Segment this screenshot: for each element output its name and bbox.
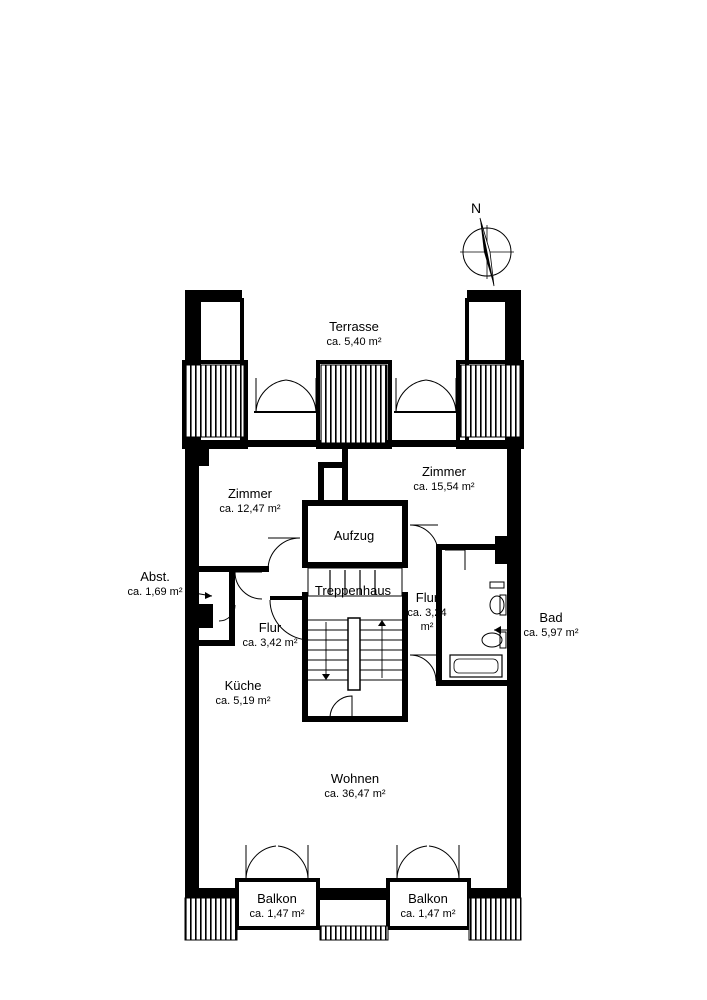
north-label: N bbox=[471, 200, 481, 216]
terrasse-name: Terrasse bbox=[329, 319, 379, 334]
kueche-area: ca. 5,19 m² bbox=[215, 695, 270, 707]
zimmer-right-area: ca. 15,54 m² bbox=[413, 481, 474, 493]
terrasse-area: ca. 5,40 m² bbox=[326, 336, 381, 348]
wohnen-name: Wohnen bbox=[331, 771, 379, 786]
abst-area: ca. 1,69 m² bbox=[127, 586, 182, 598]
balconies bbox=[184, 845, 522, 941]
terrace-pillars bbox=[182, 298, 524, 449]
flur-right-area-line2: m² bbox=[421, 621, 434, 633]
label-arrows bbox=[187, 591, 516, 634]
zimmer-left-area: ca. 12,47 m² bbox=[219, 503, 280, 515]
bad-area: ca. 5,97 m² bbox=[523, 627, 578, 639]
flur-left-name: Flur bbox=[259, 620, 282, 635]
wohnen-area: ca. 36,47 m² bbox=[324, 788, 385, 800]
interior-walls bbox=[199, 446, 509, 722]
abst-name: Abst. bbox=[140, 569, 170, 584]
balkon-left-name: Balkon bbox=[257, 891, 297, 906]
compass-rose-icon bbox=[460, 217, 514, 287]
balkon-left-area: ca. 1,47 m² bbox=[249, 908, 304, 920]
balkon-right-name: Balkon bbox=[408, 891, 448, 906]
kueche-name: Küche bbox=[225, 678, 262, 693]
interior-doors bbox=[218, 524, 466, 719]
flur-right-area-line1: ca. 3,24 bbox=[407, 607, 446, 619]
bathroom-fixtures bbox=[449, 581, 507, 678]
zimmer-left-name: Zimmer bbox=[228, 486, 273, 501]
treppenhaus-name: Treppenhaus bbox=[315, 583, 392, 598]
bad-name: Bad bbox=[539, 610, 562, 625]
flur-right-name: Flur bbox=[416, 590, 439, 605]
zimmer-right-name: Zimmer bbox=[422, 464, 467, 479]
balkon-right-area: ca. 1,47 m² bbox=[400, 908, 455, 920]
flur-left-area: ca. 3,42 m² bbox=[242, 637, 297, 649]
outer-walls bbox=[185, 290, 521, 900]
staircase bbox=[307, 567, 403, 691]
terrace-doors bbox=[254, 378, 458, 413]
aufzug-name: Aufzug bbox=[334, 528, 374, 543]
